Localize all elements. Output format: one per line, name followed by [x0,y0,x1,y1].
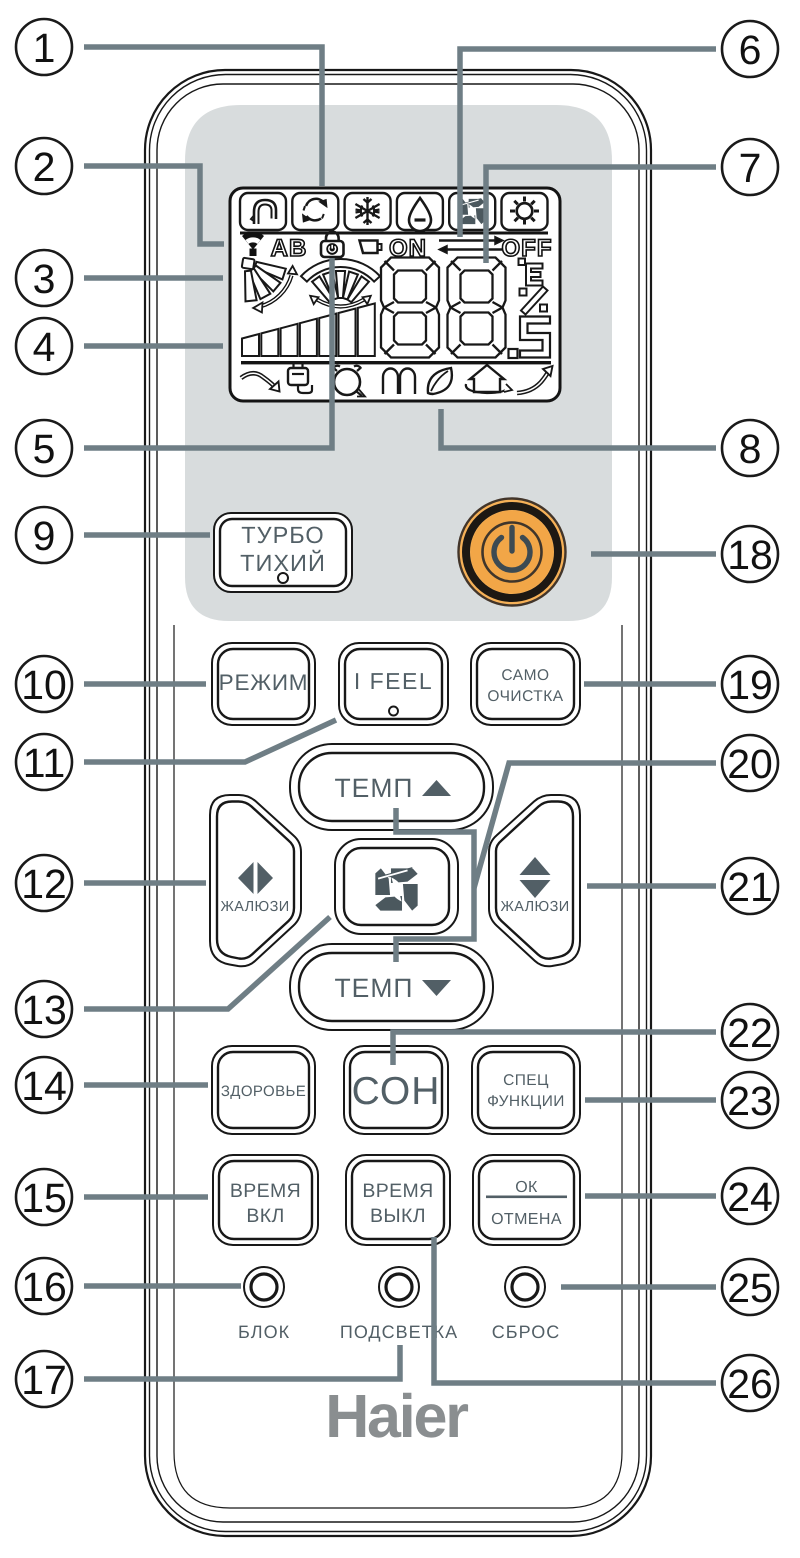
svg-text:ВРЕМЯ: ВРЕМЯ [230,1180,301,1202]
svg-text:ВЫКЛ: ВЫКЛ [370,1205,426,1227]
svg-text:ПОДСВЕТКА: ПОДСВЕТКА [340,1322,458,1342]
svg-text:ЖАЛЮЗИ: ЖАЛЮЗИ [500,899,569,915]
svg-text:22: 22 [727,1010,773,1056]
svg-text:ТЕМП: ТЕМП [335,773,414,803]
svg-text:21: 21 [727,864,773,910]
svg-text:СОН: СОН [352,1070,441,1113]
svg-text:OFF: OFF [502,235,553,262]
svg-text:ТИХИЙ: ТИХИЙ [240,549,326,576]
svg-text:7: 7 [739,145,762,191]
svg-text:ТУРБО: ТУРБО [241,522,324,548]
svg-text:13: 13 [21,987,67,1033]
svg-text:ОК: ОК [515,1179,538,1196]
svg-text:16: 16 [21,1264,67,1310]
svg-text:3: 3 [33,256,56,302]
svg-text:9: 9 [33,513,56,559]
svg-text:ЗДОРОВЬЕ: ЗДОРОВЬЕ [221,1083,306,1100]
svg-text:18: 18 [727,532,773,578]
svg-text:6: 6 [739,27,762,73]
svg-text:5: 5 [33,426,56,472]
svg-text:2: 2 [33,144,56,190]
svg-text:ВРЕМЯ: ВРЕМЯ [362,1180,433,1202]
svg-text:17: 17 [21,1357,67,1403]
svg-text:10: 10 [21,662,67,708]
svg-text:РЕЖИМ: РЕЖИМ [219,670,309,695]
svg-text:26: 26 [727,1361,773,1407]
svg-text:ВКЛ: ВКЛ [246,1205,284,1227]
svg-text:СПЕЦ: СПЕЦ [503,1072,549,1089]
svg-text:Haier: Haier [325,1382,468,1450]
svg-text:24: 24 [727,1174,773,1220]
svg-text:ФУНКЦИИ: ФУНКЦИИ [487,1093,565,1110]
svg-text:19: 19 [727,662,773,708]
svg-text:23: 23 [727,1078,773,1124]
svg-text:ЖАЛЮЗИ: ЖАЛЮЗИ [220,899,289,915]
svg-text:4: 4 [33,324,56,370]
svg-text:БЛОК: БЛОК [238,1322,290,1342]
svg-text:I FEEL: I FEEL [354,668,433,694]
svg-text:15: 15 [21,1175,67,1221]
svg-text:14: 14 [21,1063,67,1109]
svg-text:1: 1 [33,25,56,71]
svg-text:ОЧИСТКА: ОЧИСТКА [487,688,563,705]
svg-text:AB: AB [271,235,308,262]
svg-text:12: 12 [21,861,67,907]
svg-text:ТЕМП: ТЕМП [335,973,414,1003]
svg-text:ОТМЕНА: ОТМЕНА [491,1211,562,1228]
svg-text:25: 25 [727,1265,773,1311]
svg-text:20: 20 [727,741,773,787]
svg-text:СБРОС: СБРОС [492,1322,560,1342]
svg-text:САМО: САМО [501,667,549,684]
svg-text:11: 11 [23,740,66,786]
svg-text:8: 8 [739,426,762,472]
